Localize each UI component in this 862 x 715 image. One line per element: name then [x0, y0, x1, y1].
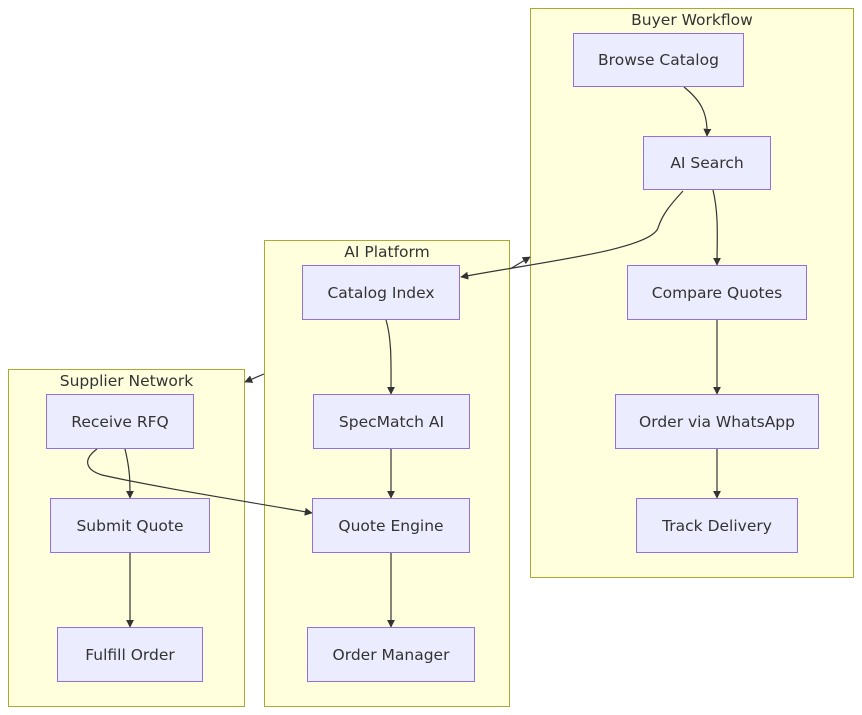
node-catalog-index: Catalog Index — [302, 265, 460, 320]
cluster-title: AI Platform — [344, 243, 430, 261]
node-compare-quotes: Compare Quotes — [627, 265, 807, 320]
cluster-title: Buyer Workflow — [631, 11, 753, 29]
edge-receive-rfq-to-quote-engine — [87, 448, 313, 516]
node-track-delivery: Track Delivery — [636, 498, 798, 553]
edge-ai-search-to-compare-quotes — [712, 189, 722, 266]
edge-browse-catalog-to-ai-search — [683, 86, 712, 137]
edge-ai-platform-to-supplier-network — [244, 373, 265, 383]
edge-receive-rfq-to-submit-quote — [124, 448, 134, 499]
edge-ai-search-to-catalog-index — [460, 190, 684, 280]
node-submit-quote: Submit Quote — [50, 498, 210, 553]
node-order-manager: Order Manager — [307, 627, 475, 682]
node-ai-search: AI Search — [643, 136, 771, 190]
edge-catalog-index-to-specmatch-ai — [385, 319, 396, 395]
edge-ai-platform-to-buyer-workflow — [509, 256, 531, 270]
node-receive-rfq: Receive RFQ — [46, 394, 194, 449]
node-quote-engine: Quote Engine — [312, 498, 470, 553]
cluster-title: Supplier Network — [59, 372, 194, 390]
node-specmatch-ai: SpecMatch AI — [313, 394, 470, 449]
node-browse-catalog: Browse Catalog — [573, 33, 744, 87]
node-order-via-whatsapp: Order via WhatsApp — [615, 394, 819, 449]
node-fulfill-order: Fulfill Order — [57, 627, 203, 682]
